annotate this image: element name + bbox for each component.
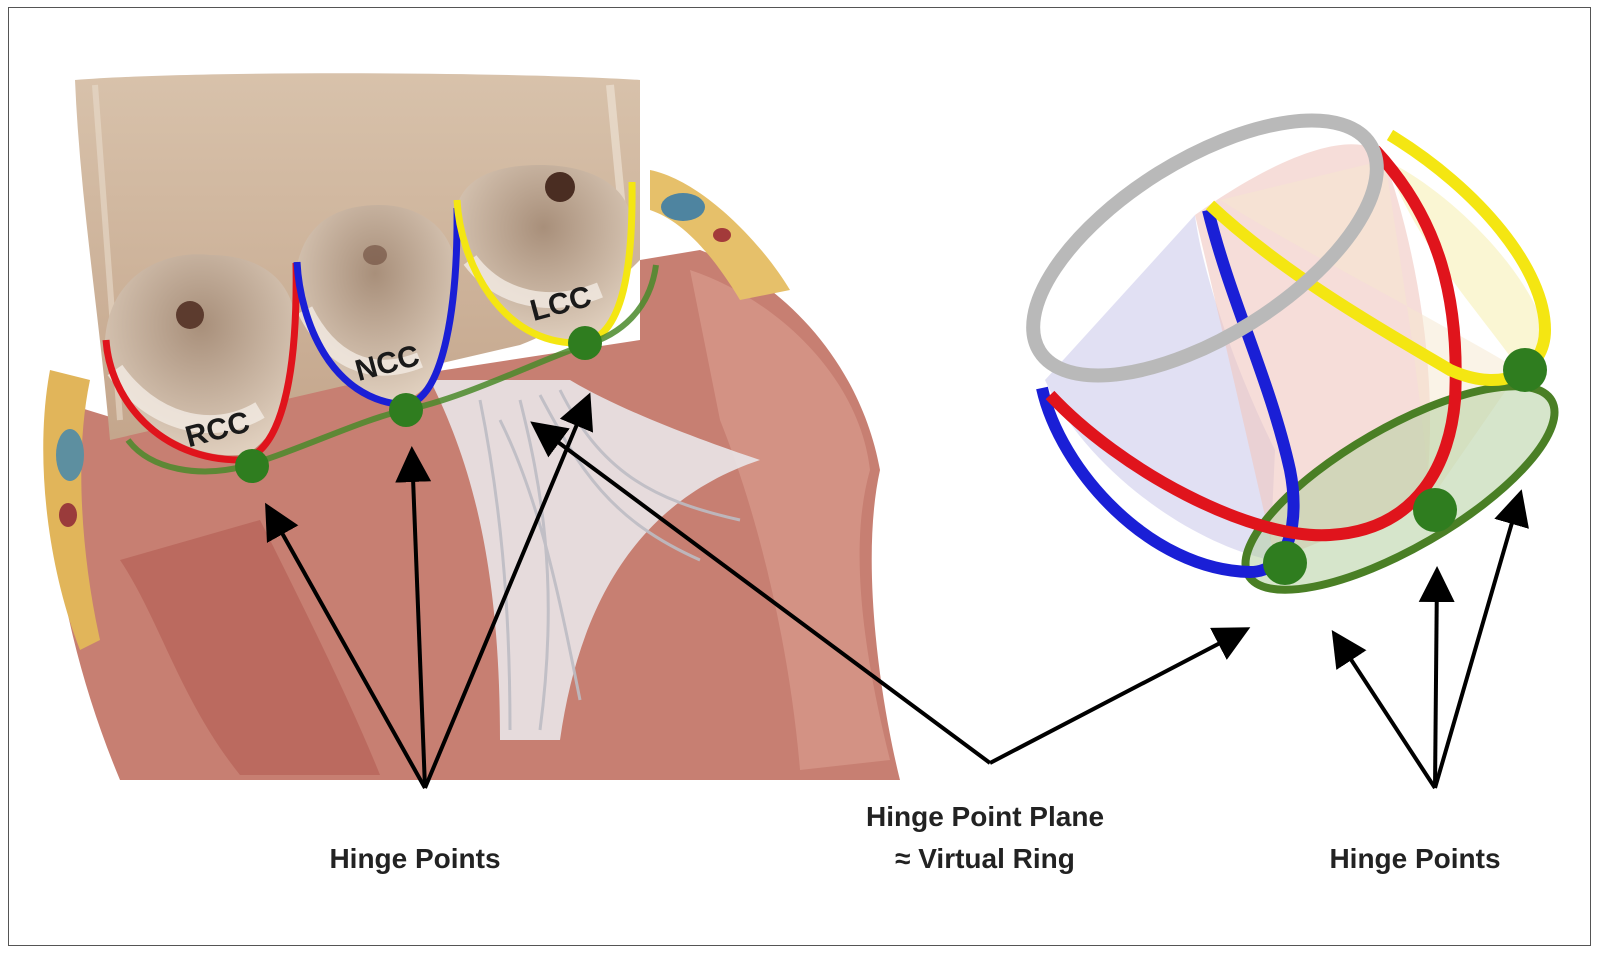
schematic-hinge-point-1 (1263, 541, 1307, 585)
hinge-point-lcc (568, 326, 602, 360)
arrow-right-3 (1435, 495, 1520, 788)
arrow-plane-to-schematic (990, 630, 1245, 763)
arrow-right-1 (1335, 635, 1435, 788)
schematic-hinge-point-2 (1413, 488, 1457, 532)
hinge-plane-caption-line1: Hinge Point Plane (820, 796, 1150, 838)
hinge-points-caption-left: Hinge Points (270, 838, 560, 880)
arrow-right-2 (1435, 572, 1437, 788)
hinge-points-caption-right: Hinge Points (1290, 838, 1540, 880)
virtual-ring-schematic (993, 70, 1582, 627)
hinge-point-rcc (235, 449, 269, 483)
hinge-point-ncc (389, 393, 423, 427)
schematic-hinge-point-3 (1503, 348, 1547, 392)
hinge-plane-caption-line2: ≈ Virtual Ring (820, 838, 1150, 880)
hinge-plane-caption: Hinge Point Plane ≈ Virtual Ring (820, 796, 1150, 880)
